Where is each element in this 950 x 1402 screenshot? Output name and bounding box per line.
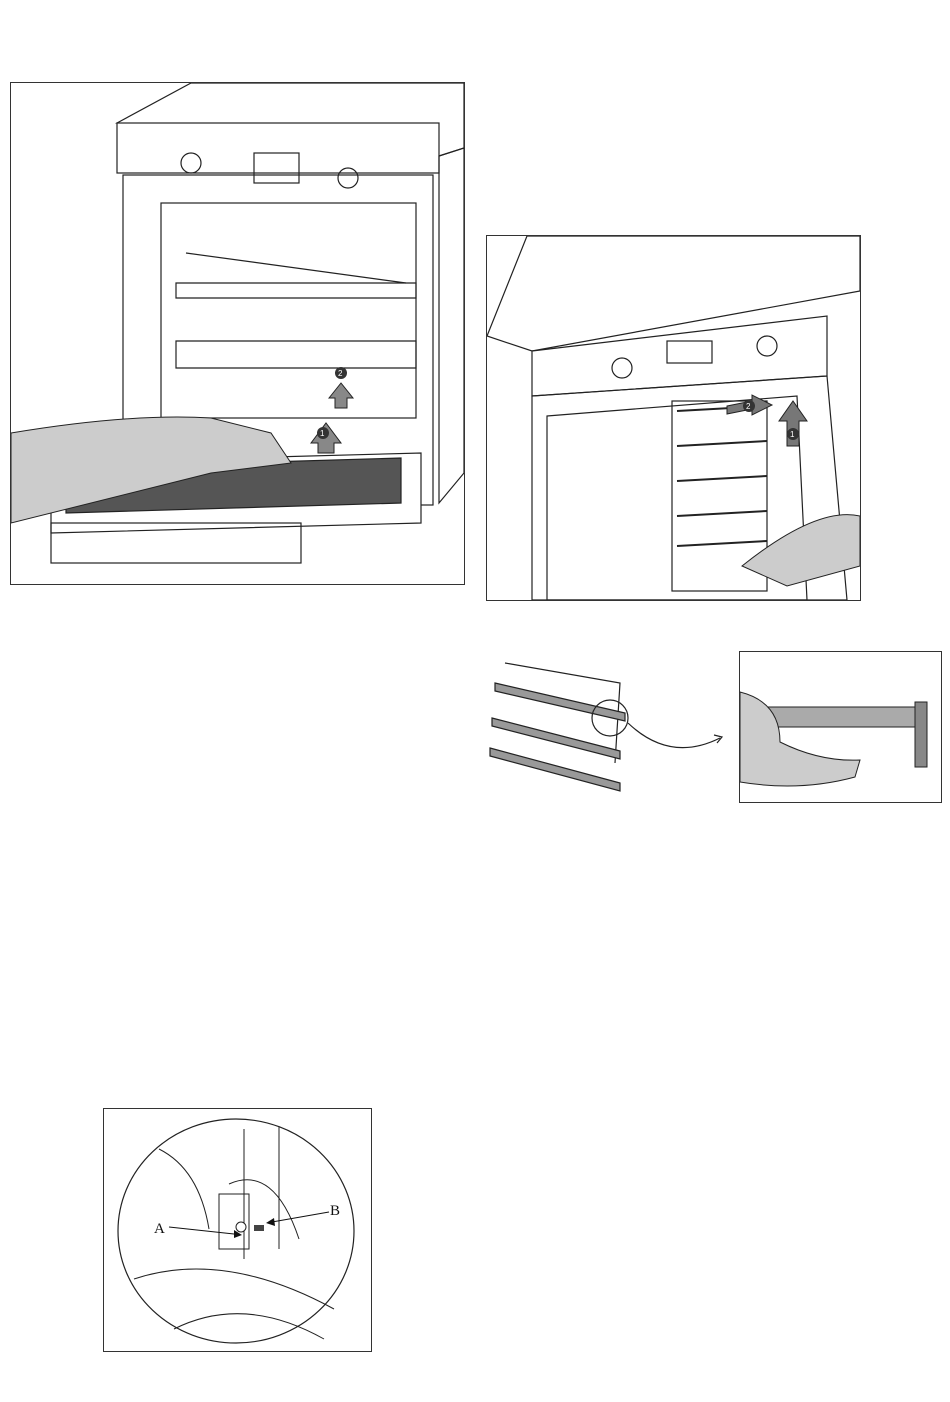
label-a: A: [154, 1221, 165, 1237]
step-1-label: 1: [320, 429, 325, 438]
hinge-detail-illustration: A B: [117, 1118, 355, 1344]
figure-door-hinge: A B: [103, 1108, 372, 1352]
step-1-label: 1: [790, 430, 795, 439]
label-b: B: [330, 1203, 340, 1219]
figure-remove-side-rack: 1 2: [486, 235, 861, 601]
oven-tray-illustration: 2 1: [11, 83, 464, 564]
side-rack-illustration: [489, 662, 724, 792]
step-2-label: 2: [338, 369, 343, 378]
rack-hand-illustration: [740, 691, 928, 787]
figure-rack-detail: [470, 643, 730, 793]
figure-remove-tray: 2 1: [10, 82, 465, 585]
step-2-label: 2: [746, 402, 751, 411]
figure-rack-zoom: [739, 651, 942, 803]
oven-rack-illustration: 1 2: [487, 236, 860, 600]
